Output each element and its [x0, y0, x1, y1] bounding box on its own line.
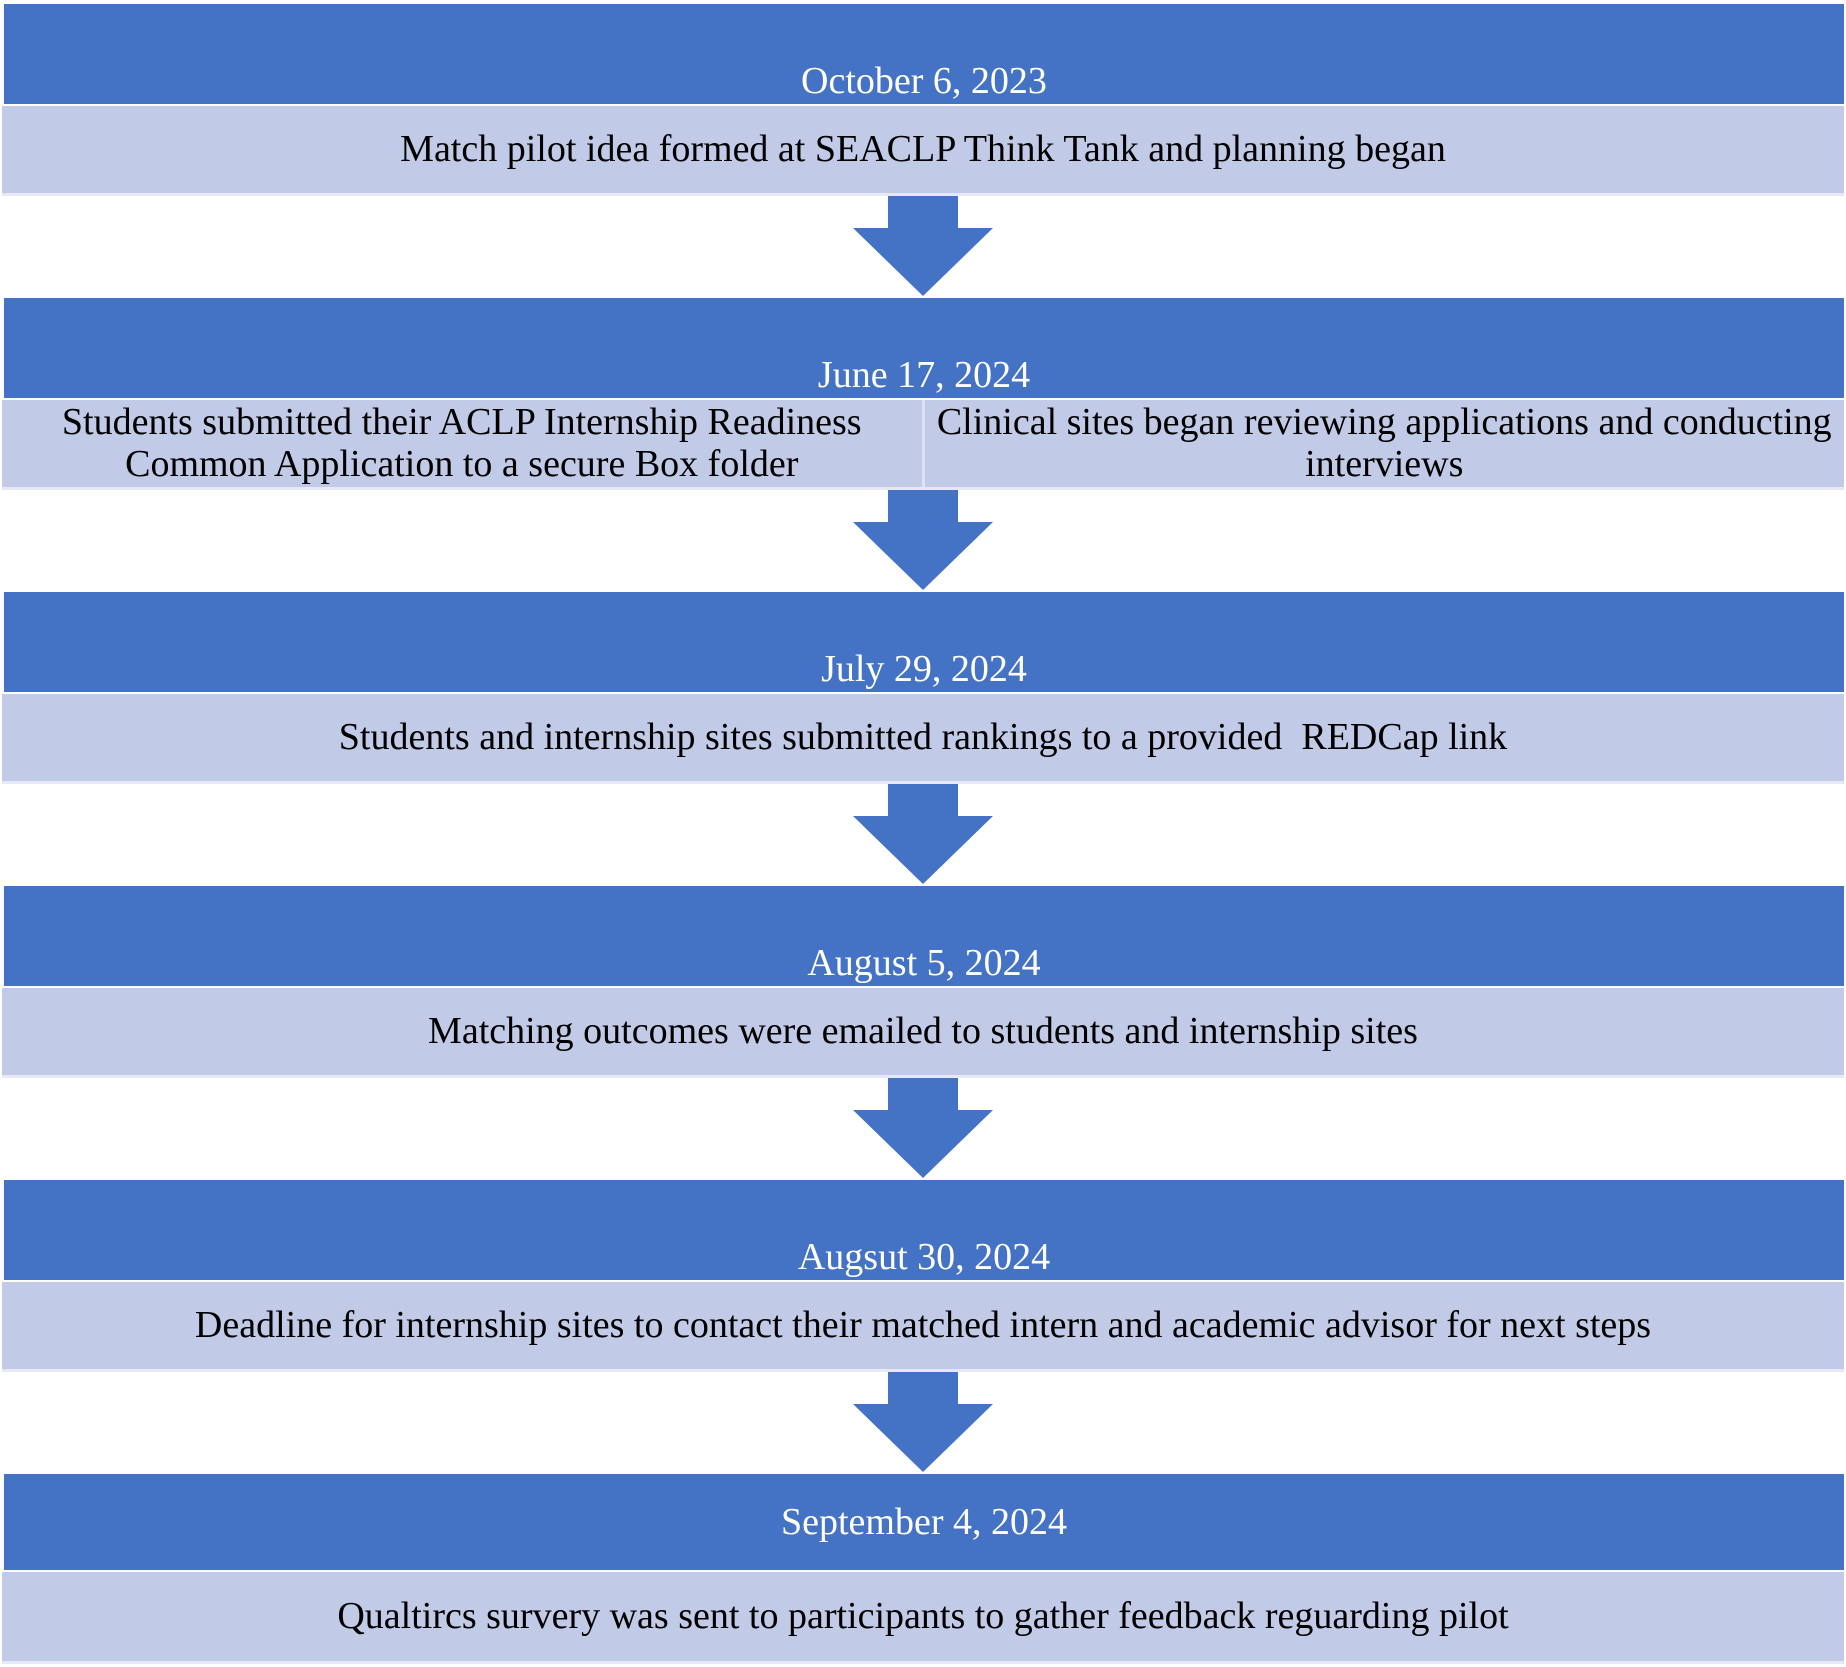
- down-arrow-icon: [853, 1078, 993, 1178]
- step-6-description: Qualtircs survery was sent to participan…: [337, 1594, 1509, 1637]
- step-4-description: Matching outcomes were emailed to studen…: [428, 1009, 1418, 1052]
- step-1-description-box: Match pilot idea formed at SEACLP Think …: [2, 104, 1844, 196]
- step-2-right-cell: Clinical sites began reviewing applicati…: [925, 400, 1845, 487]
- step-5-date: Augsut 30, 2024: [797, 1236, 1051, 1278]
- step-6-description-box: Qualtircs survery was sent to participan…: [2, 1570, 1844, 1664]
- step-1-date-header: October 6, 2023: [4, 4, 1844, 104]
- down-arrow-icon: [853, 784, 993, 884]
- step-2-description-right: Clinical sites began reviewing applicati…: [936, 400, 1832, 485]
- step-2-date: June 17, 2024: [817, 354, 1031, 396]
- down-arrow-icon: [853, 1372, 993, 1472]
- step-5-date-header: Augsut 30, 2024: [4, 1180, 1844, 1280]
- step-5-description-box: Deadline for internship sites to contact…: [2, 1280, 1844, 1372]
- step-4-date: August 5, 2024: [807, 942, 1041, 984]
- step-4-description-box: Matching outcomes were emailed to studen…: [2, 986, 1844, 1078]
- step-2-description-box: Students submitted their ACLP Internship…: [2, 398, 1844, 490]
- step-3-date: July 29, 2024: [821, 648, 1027, 690]
- step-1-date: October 6, 2023: [801, 60, 1047, 102]
- step-2-left-cell: Students submitted their ACLP Internship…: [2, 400, 925, 487]
- down-arrow-icon: [853, 196, 993, 296]
- step-4-date-header: August 5, 2024: [4, 886, 1844, 986]
- step-6-date-header: September 4, 2024: [4, 1474, 1844, 1570]
- step-3-date-header: July 29, 2024: [4, 592, 1844, 692]
- down-arrow-icon: [853, 490, 993, 590]
- step-6-date: September 4, 2024: [780, 1501, 1067, 1543]
- step-2-description-left: Students submitted their ACLP Internship…: [61, 400, 862, 485]
- step-5-description: Deadline for internship sites to contact…: [194, 1303, 1652, 1346]
- step-1-description: Match pilot idea formed at SEACLP Think …: [400, 127, 1446, 170]
- step-2-date-header: June 17, 2024: [4, 298, 1844, 398]
- step-3-description-box: Students and internship sites submitted …: [2, 692, 1844, 784]
- step-3-description: Students and internship sites submitted …: [338, 715, 1508, 758]
